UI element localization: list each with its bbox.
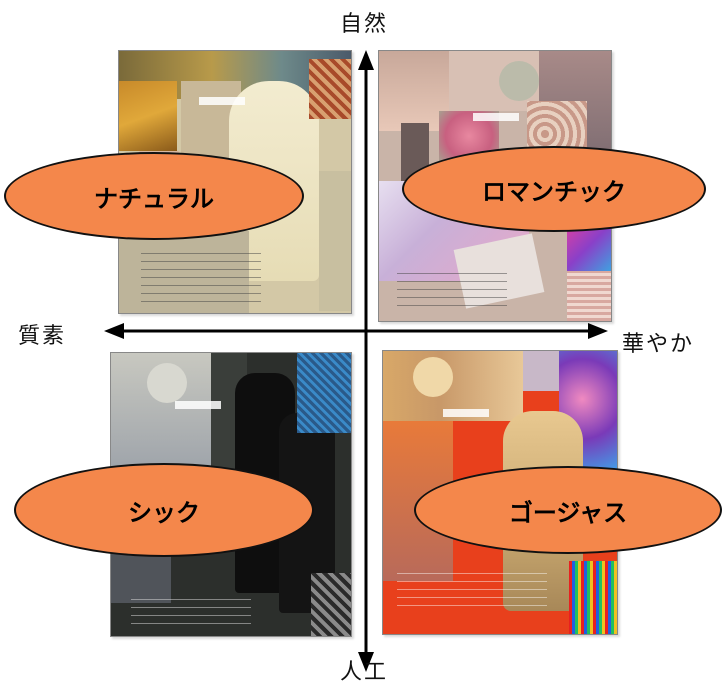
axis-label-top: 自然 — [340, 12, 389, 37]
axis-label-left: 質素 — [18, 324, 67, 349]
arrow-down-icon — [358, 652, 374, 672]
axis-label-bottom: 人工 — [340, 660, 389, 685]
axis-label-right: 華やか — [622, 332, 695, 357]
romantic-label-text: ロマンチック — [482, 177, 626, 206]
natural-label-text: ナチュラル — [94, 184, 214, 213]
gorgeous-label-text: ゴージャス — [508, 498, 628, 527]
gorgeous-collage-image — [383, 351, 617, 634]
quadrant-label-romantic: ロマンチック — [402, 146, 706, 232]
arrow-up-icon — [358, 50, 374, 70]
arrow-right-icon — [588, 323, 608, 339]
quadrant-label-chic: シック — [14, 463, 314, 557]
arrow-left-icon — [104, 323, 124, 339]
quadrant-label-gorgeous: ゴージャス — [414, 466, 722, 554]
chic-label-text: シック — [128, 498, 200, 527]
quadrant-label-natural: ナチュラル — [4, 152, 304, 240]
